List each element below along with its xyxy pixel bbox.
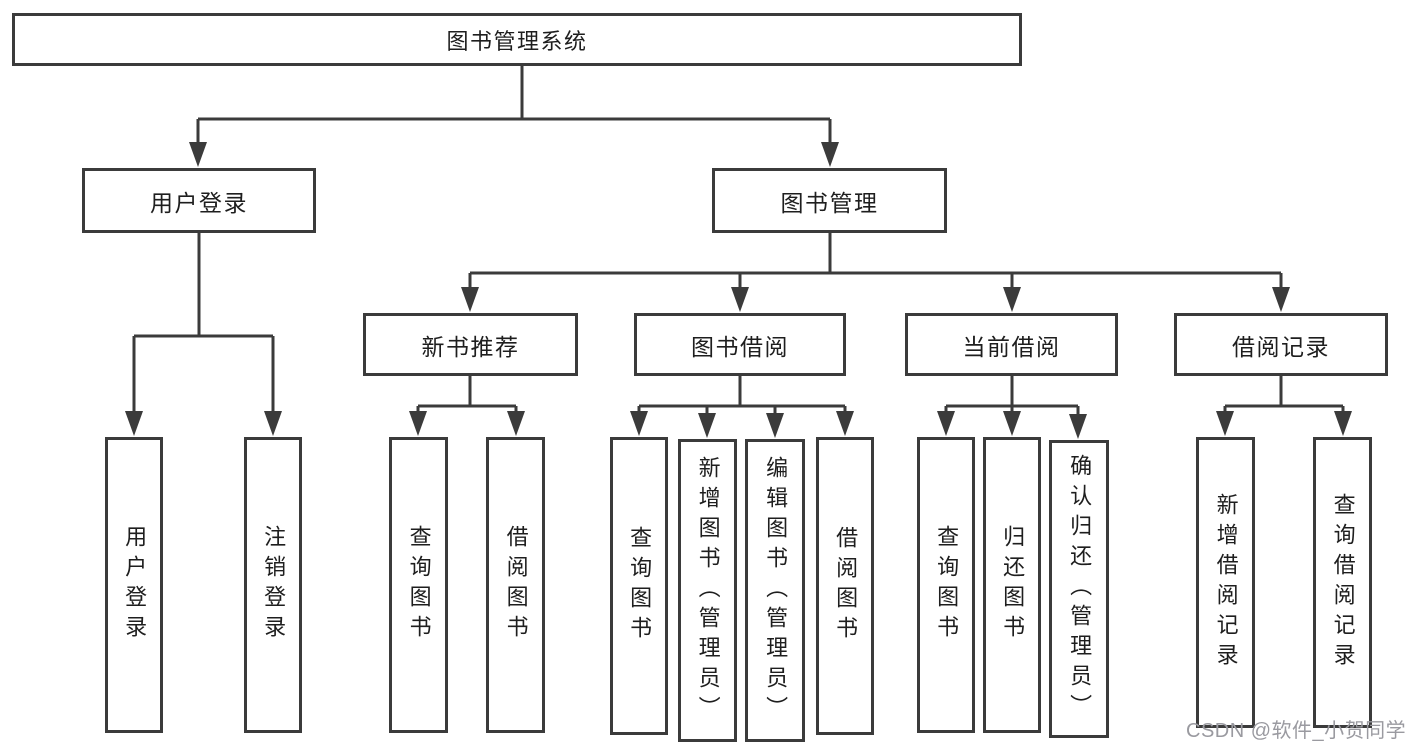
node-label: 借阅图书 bbox=[503, 525, 529, 645]
leaf-confirm-return-admin: 确认归还（管理员） bbox=[1049, 440, 1109, 738]
node-borrow-records: 借阅记录 bbox=[1174, 313, 1388, 376]
leaf-logout: 注销登录 bbox=[244, 437, 302, 733]
node-label: 新增借阅记录 bbox=[1213, 492, 1239, 673]
leaf-user-login: 用户登录 bbox=[105, 437, 163, 733]
node-label: 新书推荐 bbox=[421, 333, 520, 360]
leaf-add-books-admin: 新增图书（管理员） bbox=[678, 439, 737, 742]
leaf-edit-books-admin: 编辑图书（管理员） bbox=[745, 439, 805, 742]
node-book-borrow: 图书借阅 bbox=[634, 313, 846, 376]
node-label: 查询图书 bbox=[934, 525, 960, 645]
node-label: 用户登录 bbox=[122, 525, 148, 645]
leaf-query-borrow-record: 查询借阅记录 bbox=[1313, 437, 1372, 728]
leaf-query-books-2: 查询图书 bbox=[610, 437, 668, 735]
node-label: 查询借阅记录 bbox=[1330, 492, 1356, 673]
leaf-query-books-3: 查询图书 bbox=[917, 437, 975, 733]
node-label: 新增图书（管理员） bbox=[695, 455, 721, 726]
csdn-watermark: CSDN @软件_小贺同学 bbox=[1186, 720, 1405, 742]
leaf-borrow-books-2: 借阅图书 bbox=[816, 437, 874, 735]
node-label: 用户登录 bbox=[150, 189, 248, 216]
node-label: 归还图书 bbox=[1000, 525, 1026, 645]
node-user-login: 用户登录 bbox=[82, 168, 316, 233]
node-book-management: 图书管理 bbox=[712, 168, 947, 233]
arrowheads bbox=[125, 142, 1352, 439]
node-label: 当前借阅 bbox=[962, 333, 1061, 360]
node-label: 借阅图书 bbox=[833, 526, 859, 646]
node-new-book-recommend: 新书推荐 bbox=[363, 313, 578, 376]
node-library-management-system: 图书管理系统 bbox=[12, 13, 1022, 66]
leaf-add-borrow-record: 新增借阅记录 bbox=[1196, 437, 1255, 728]
leaf-borrow-books: 借阅图书 bbox=[486, 437, 545, 733]
node-label: 图书借阅 bbox=[691, 333, 789, 360]
node-label: 注销登录 bbox=[261, 525, 287, 645]
node-label: 确认归还（管理员） bbox=[1067, 454, 1093, 724]
node-label: 查询图书 bbox=[627, 526, 653, 646]
node-current-borrow: 当前借阅 bbox=[905, 313, 1118, 376]
node-label: 查询图书 bbox=[406, 525, 432, 645]
leaf-return-books: 归还图书 bbox=[983, 437, 1041, 733]
node-label: 编辑图书（管理员） bbox=[763, 455, 789, 726]
node-label: 图书管理系统 bbox=[446, 28, 588, 54]
node-label: 借阅记录 bbox=[1232, 333, 1330, 360]
node-label: 图书管理 bbox=[780, 189, 879, 216]
leaf-query-books: 查询图书 bbox=[389, 437, 448, 733]
